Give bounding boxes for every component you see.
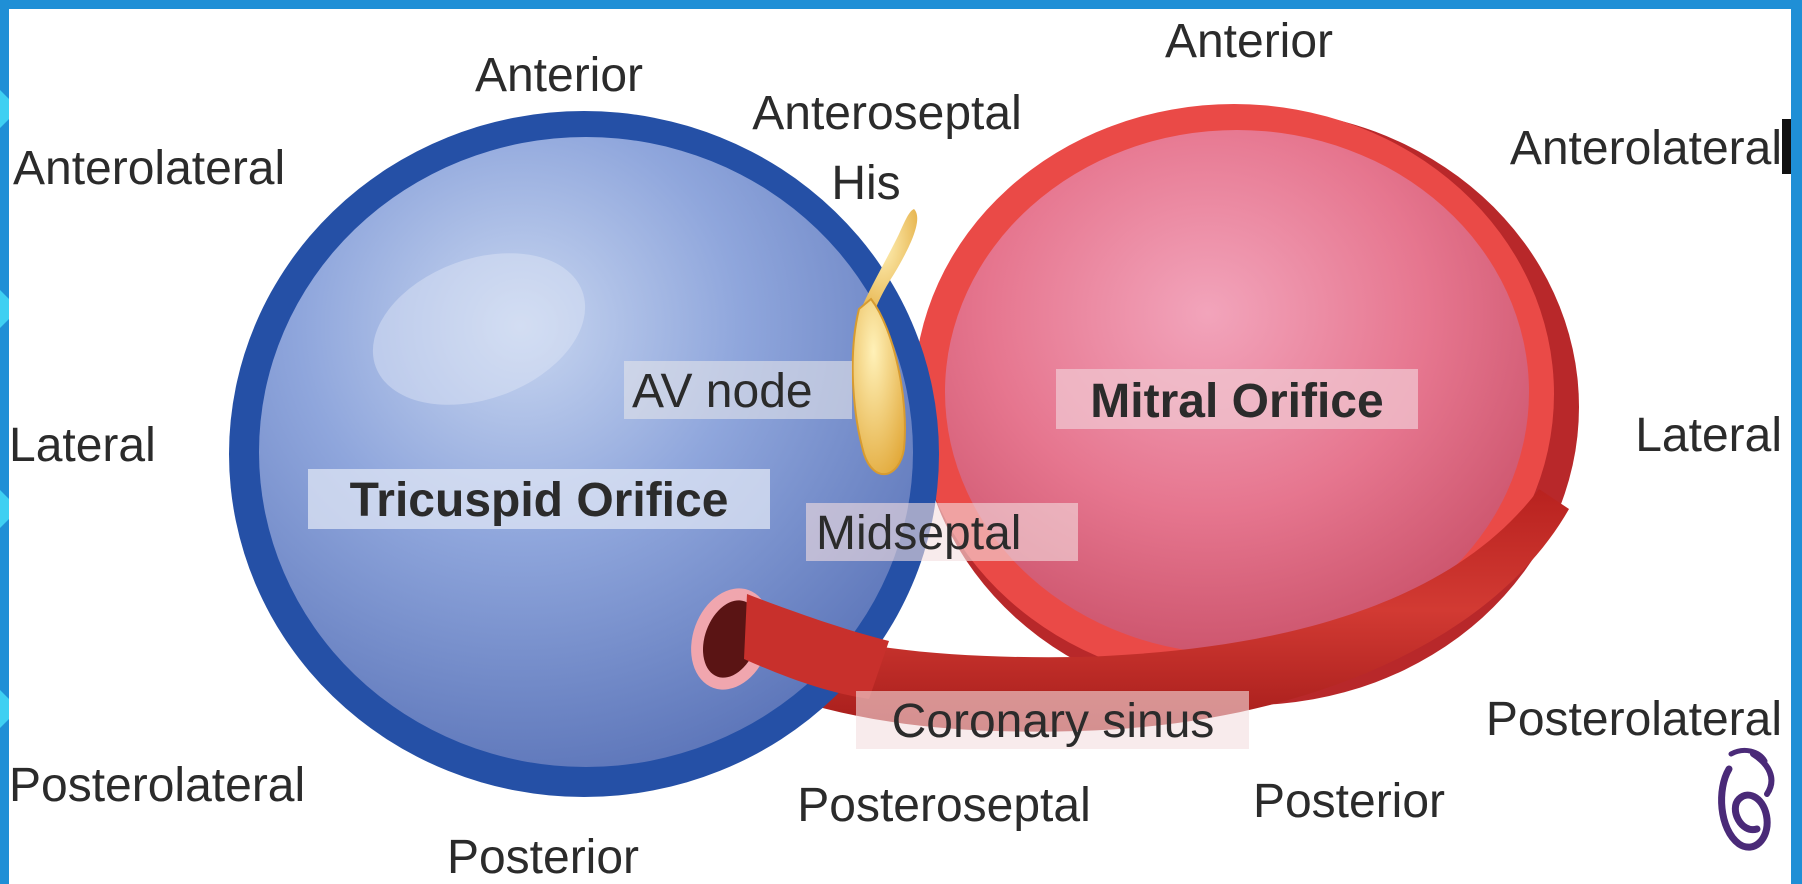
mitral-posterior-label: Posterior — [1253, 775, 1445, 828]
av-node-label: AV node — [632, 365, 813, 418]
tricuspid-lateral-label: Lateral — [9, 419, 156, 472]
mitral-anterolateral-label: Anterolateral — [1510, 122, 1782, 175]
mitral-posterolateral-label: Posterolateral — [1486, 693, 1782, 746]
tricuspid-orifice — [229, 111, 939, 797]
annulus-diagram: Anterior Anterolateral Lateral Posterola… — [9, 9, 1791, 884]
mitral-anterior-label: Anterior — [1165, 15, 1333, 68]
edge-mark — [1782, 119, 1791, 174]
tricuspid-posterolateral-label: Posterolateral — [9, 759, 305, 812]
mitral-title: Mitral Orifice — [1090, 375, 1383, 428]
tricuspid-posteroseptal-label: Posteroseptal — [797, 779, 1091, 832]
mitral-lateral-label: Lateral — [1635, 409, 1782, 462]
publisher-logo-icon — [1722, 750, 1772, 847]
tricuspid-anterior-label: Anterior — [475, 49, 643, 102]
diagram-panel: Anterior Anterolateral Lateral Posterola… — [9, 9, 1791, 884]
his-bundle-label: His — [831, 157, 900, 210]
tricuspid-posterior-label: Posterior — [447, 831, 639, 884]
tricuspid-anterolateral-label: Anterolateral — [13, 142, 285, 195]
tricuspid-title: Tricuspid Orifice — [350, 474, 729, 527]
tricuspid-anteroseptal-label: Anteroseptal — [752, 87, 1022, 140]
coronary-sinus-label: Coronary sinus — [892, 695, 1215, 748]
tricuspid-midseptal-label: Midseptal — [816, 507, 1021, 560]
